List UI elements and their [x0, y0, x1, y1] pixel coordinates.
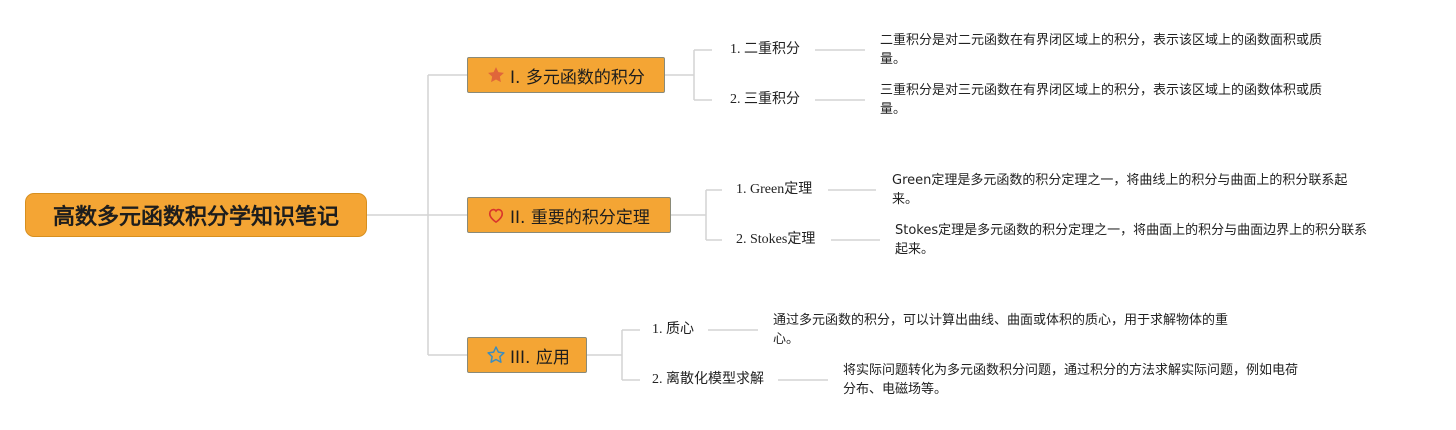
- desc-double-integral: 二重积分是对二元函数在有界闭区域上的积分，表示该区域上的函数面积或质 量。: [880, 31, 1322, 69]
- desc-stokes-theorem: Stokes定理是多元函数的积分定理之一，将曲面上的积分与曲面边界上的积分联系 …: [895, 221, 1367, 259]
- desc-center-of-mass: 通过多元函数的积分，可以计算出曲线、曲面或体积的质心，用于求解物体的重 心。: [773, 311, 1228, 349]
- desc-line: 二重积分是对二元函数在有界闭区域上的积分，表示该区域上的函数面积或质: [880, 33, 1323, 48]
- root-title: 高数多元函数积分学知识笔记: [52, 205, 339, 230]
- desc-line: 将实际问题转化为多元函数积分问题，通过积分的方法求解实际问题，例如电荷: [843, 363, 1299, 378]
- desc-line: 来。: [892, 192, 919, 207]
- branch-label: III. 应用: [510, 347, 570, 368]
- desc-line: 量。: [880, 102, 907, 117]
- sub-node-center-of-mass[interactable]: 1. 质心: [652, 322, 694, 337]
- desc-line: 通过多元函数的积分，可以计算出曲线、曲面或体积的质心，用于求解物体的重: [773, 313, 1229, 328]
- root-node[interactable]: 高数多元函数积分学知识笔记: [25, 193, 367, 237]
- sub-node-stokes-theorem[interactable]: 2. Stokes定理: [736, 232, 816, 247]
- branch-label: I. 多元函数的积分: [510, 67, 645, 88]
- sub-node-discretized-model[interactable]: 2. 离散化模型求解: [652, 372, 764, 387]
- branch-node-applications[interactable]: III. 应用: [467, 337, 587, 373]
- desc-line: 分布、电磁场等。: [843, 382, 948, 397]
- desc-line: 起来。: [895, 242, 935, 257]
- heart-outline-icon: [486, 205, 506, 225]
- desc-line: 量。: [880, 52, 907, 67]
- branch-label: II. 重要的积分定理: [510, 207, 650, 228]
- star-filled-icon: [486, 65, 506, 85]
- sub-node-triple-integral[interactable]: 2. 三重积分: [730, 92, 800, 107]
- desc-line: 心。: [773, 332, 800, 347]
- desc-green-theorem: Green定理是多元函数的积分定理之一，将曲线上的积分与曲面上的积分联系起 来。: [892, 171, 1347, 209]
- desc-line: 三重积分是对三元函数在有界闭区域上的积分，表示该区域上的函数体积或质: [880, 83, 1323, 98]
- desc-line: Stokes定理是多元函数的积分定理之一，将曲面上的积分与曲面边界上的积分联系: [895, 223, 1368, 238]
- branch-node-multivariable-integrals[interactable]: I. 多元函数的积分: [467, 57, 665, 93]
- desc-line: Green定理是多元函数的积分定理之一，将曲线上的积分与曲面上的积分联系起: [892, 173, 1348, 188]
- desc-discretized-model: 将实际问题转化为多元函数积分问题，通过积分的方法求解实际问题，例如电荷 分布、电…: [843, 361, 1298, 399]
- branch-node-integral-theorems[interactable]: II. 重要的积分定理: [467, 197, 671, 233]
- sub-node-double-integral[interactable]: 1. 二重积分: [730, 42, 800, 57]
- star-outline-icon: [486, 345, 506, 365]
- desc-triple-integral: 三重积分是对三元函数在有界闭区域上的积分，表示该区域上的函数体积或质 量。: [880, 81, 1322, 119]
- sub-node-green-theorem[interactable]: 1. Green定理: [736, 182, 813, 197]
